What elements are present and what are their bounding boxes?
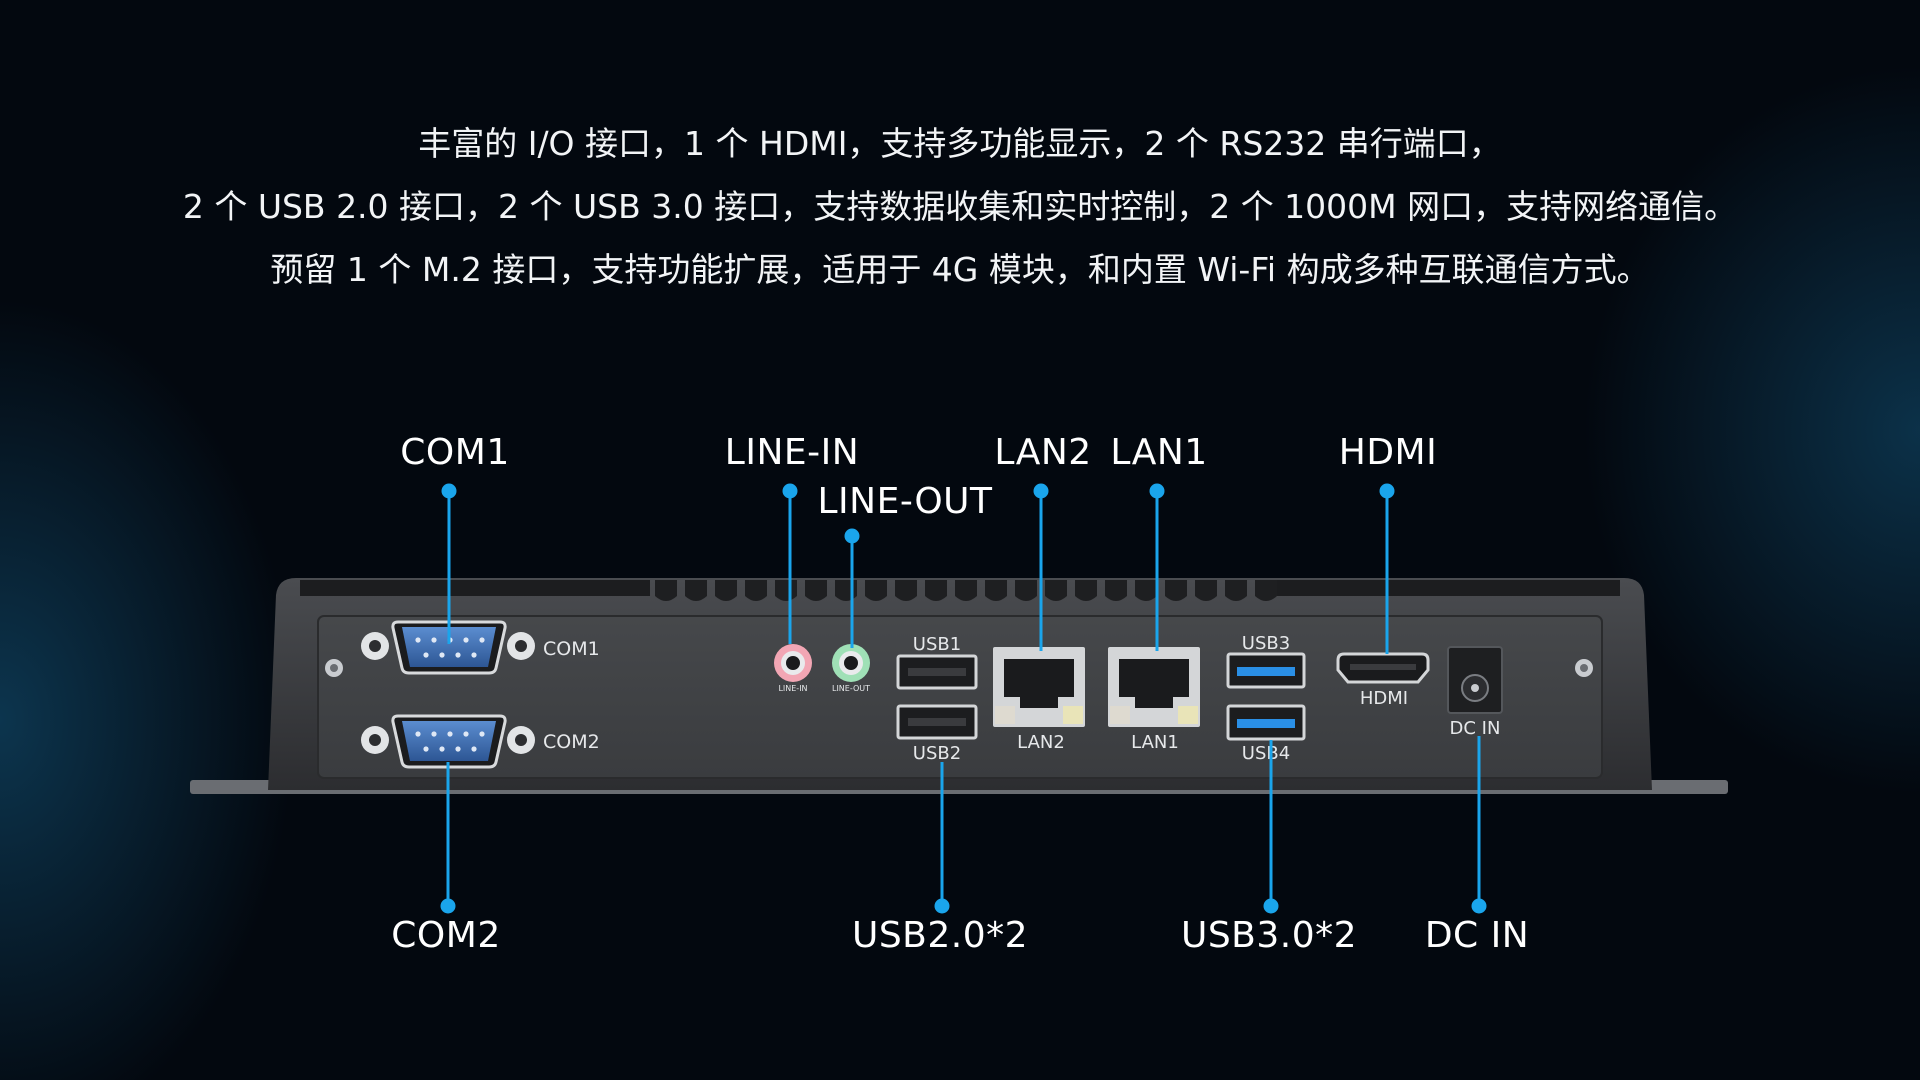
usb1-port <box>896 654 978 690</box>
panel-label-com2: COM2 <box>543 731 600 753</box>
panel-label-dc-in: DC IN <box>1450 718 1501 739</box>
callout-dot-hdmi <box>1379 483 1395 499</box>
callout-label-dc-in: DC IN <box>1424 915 1530 956</box>
heatsink-arches <box>655 580 1277 601</box>
callout-line-com2 <box>446 762 450 906</box>
callout-line-dc-in <box>1477 736 1481 906</box>
callout-line-line-in <box>788 491 792 644</box>
callout-line-usb3 <box>1269 740 1273 906</box>
callout-label-lan1: LAN1 <box>1110 432 1208 473</box>
panel-label-line-out: LINE-OUT <box>832 684 870 693</box>
usb3-port <box>1226 652 1306 689</box>
panel-label-lan2: LAN2 <box>1017 732 1065 753</box>
callout-label-usb2: USB2.0*2 <box>851 915 1029 956</box>
callout-line-line-out <box>850 536 854 648</box>
callout-dot-lan1 <box>1149 483 1165 499</box>
callout-label-usb3: USB3.0*2 <box>1180 915 1358 956</box>
dc-in-jack <box>1447 646 1503 714</box>
panel-label-com1: COM1 <box>543 638 600 660</box>
callout-label-line-in: LINE-IN <box>724 432 860 473</box>
callout-dot-usb2 <box>934 898 950 914</box>
com2-port <box>361 714 535 769</box>
callout-label-com1: COM1 <box>400 432 510 473</box>
panel-label-usb2: USB2 <box>913 743 961 764</box>
panel-label-line-in: LINE-IN <box>778 684 807 693</box>
line-out-jack <box>832 644 870 682</box>
callout-label-line-out: LINE-OUT <box>817 481 993 522</box>
lan1-port <box>1108 647 1200 727</box>
intro-line-3: 预留 1 个 M.2 接口，支持功能扩展，适用于 4G 模块，和内置 Wi-Fi… <box>270 250 1650 289</box>
callout-dot-com2 <box>440 898 456 914</box>
callout-dot-dc-in <box>1471 898 1487 914</box>
callout-dot-line-in <box>782 483 798 499</box>
callout-line-lan1 <box>1155 491 1159 651</box>
callout-label-com2: COM2 <box>391 915 501 956</box>
callout-dot-line-out <box>844 528 860 544</box>
com1-port <box>361 620 535 675</box>
callout-dot-lan2 <box>1033 483 1049 499</box>
callout-line-usb2 <box>940 762 944 906</box>
panel-label-lan1: LAN1 <box>1131 732 1179 753</box>
usb2-port <box>896 704 978 740</box>
callout-label-hdmi: HDMI <box>1338 432 1438 473</box>
callout-line-com1 <box>447 491 451 644</box>
callout-line-lan2 <box>1039 491 1043 651</box>
panel-screw-left <box>325 659 343 677</box>
panel-label-usb4: USB4 <box>1242 743 1290 764</box>
callout-line-hdmi <box>1385 491 1389 654</box>
callout-dot-com1 <box>441 483 457 499</box>
panel-label-hdmi: HDMI <box>1360 688 1408 709</box>
intro-text: 丰富的 I/O 接口，1 个 HDMI，支持多功能显示，2 个 RS232 串行… <box>0 112 1920 301</box>
hdmi-port <box>1336 652 1430 684</box>
heatsink-fins <box>300 580 1620 596</box>
line-in-jack <box>774 644 812 682</box>
intro-line-2: 2 个 USB 2.0 接口，2 个 USB 3.0 接口，支持数据收集和实时控… <box>182 187 1738 226</box>
usb4-port <box>1226 704 1306 741</box>
callout-label-lan2: LAN2 <box>994 432 1092 473</box>
callout-dot-usb3 <box>1263 898 1279 914</box>
intro-line-1: 丰富的 I/O 接口，1 个 HDMI，支持多功能显示，2 个 RS232 串行… <box>418 124 1502 163</box>
panel-screw-right <box>1575 659 1593 677</box>
lan2-port <box>993 647 1085 727</box>
panel-label-usb1: USB1 <box>913 634 961 655</box>
panel-label-usb3: USB3 <box>1242 633 1290 654</box>
